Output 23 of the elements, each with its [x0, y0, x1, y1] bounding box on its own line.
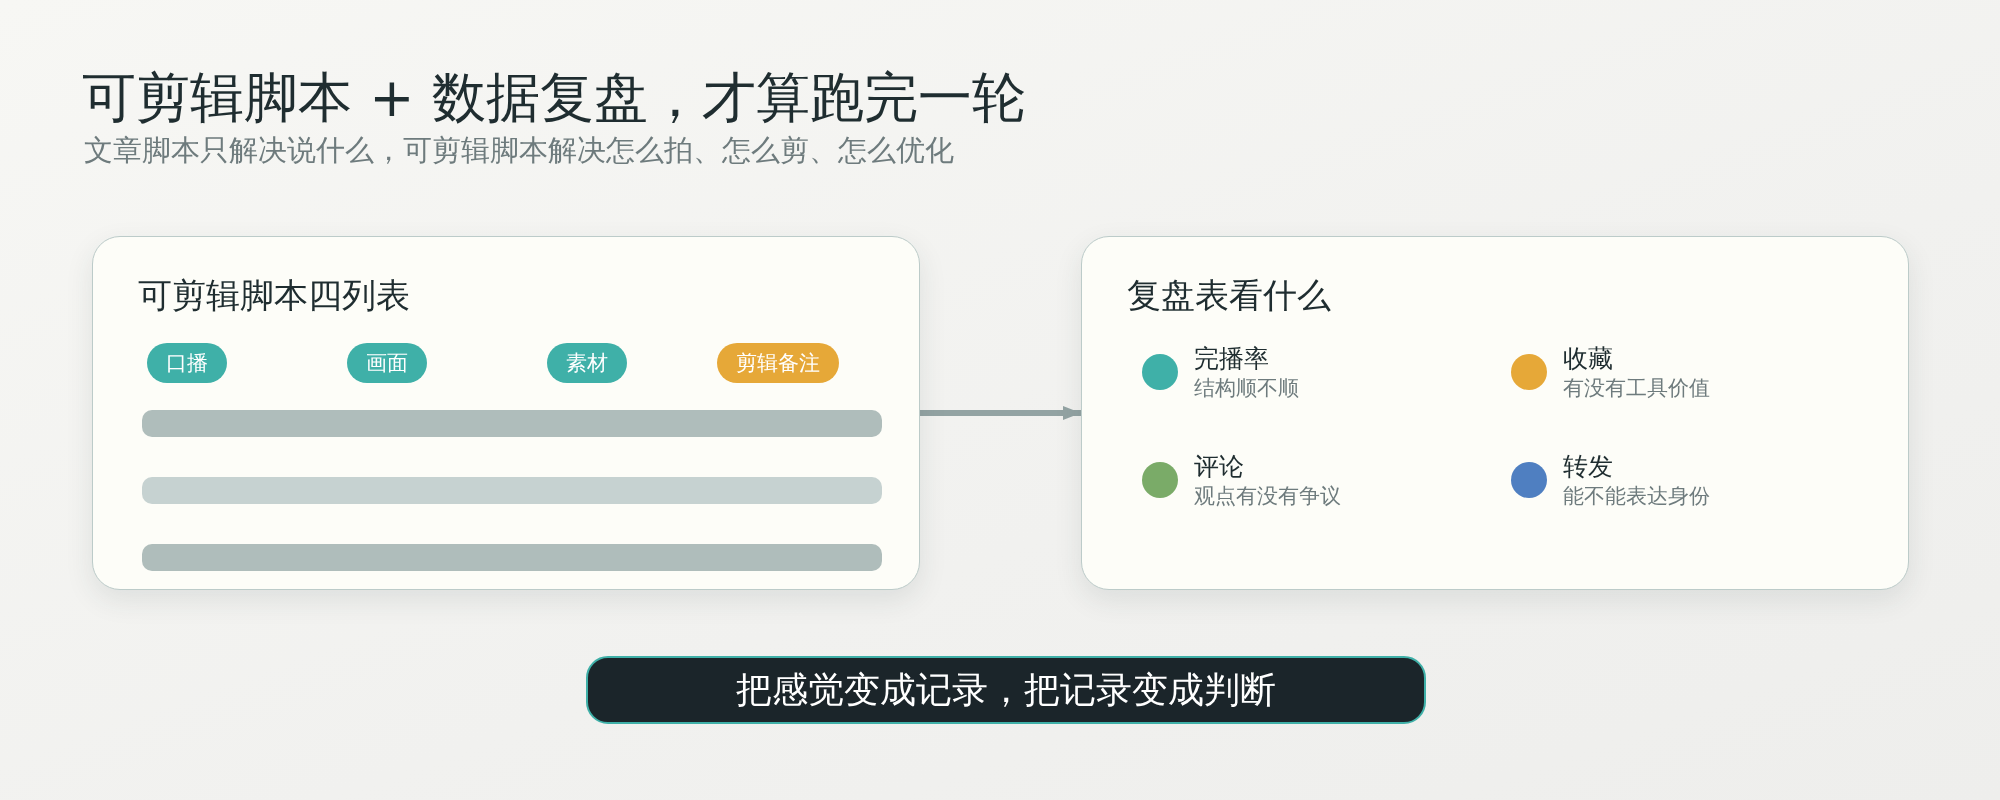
card-heading: 复盘表看什么 — [1127, 274, 1331, 316]
subtitle: 文章脚本只解决说什么，可剪辑脚本解决怎么拍、怎么剪、怎么优化 — [84, 132, 954, 168]
card — [1081, 236, 1909, 590]
column-tag: 素材 — [547, 343, 627, 383]
column-tag: 口播 — [147, 343, 227, 383]
metric-name: 完播率 — [1194, 342, 1269, 374]
placeholder-row — [142, 477, 882, 504]
metric-description: 结构顺不顺 — [1194, 374, 1299, 402]
metric-description: 有没有工具价值 — [1563, 374, 1710, 402]
metric-name: 评论 — [1194, 450, 1244, 482]
metric-name: 转发 — [1563, 450, 1613, 482]
summary-banner: 把感觉变成记录，把记录变成判断 — [586, 656, 1426, 724]
arrow — [920, 406, 1081, 420]
card-heading: 可剪辑脚本四列表 — [138, 274, 410, 316]
metric-name: 收藏 — [1563, 342, 1613, 374]
title: 可剪辑脚本 + 数据复盘，才算跑完一轮 — [82, 68, 1026, 128]
placeholder-row — [142, 410, 882, 437]
metric-description: 观点有没有争议 — [1194, 482, 1341, 510]
card — [92, 236, 920, 590]
placeholder-row — [142, 544, 882, 571]
metric-description: 能不能表达身份 — [1563, 482, 1710, 510]
column-tag: 画面 — [347, 343, 427, 383]
column-tag: 剪辑备注 — [717, 343, 839, 383]
